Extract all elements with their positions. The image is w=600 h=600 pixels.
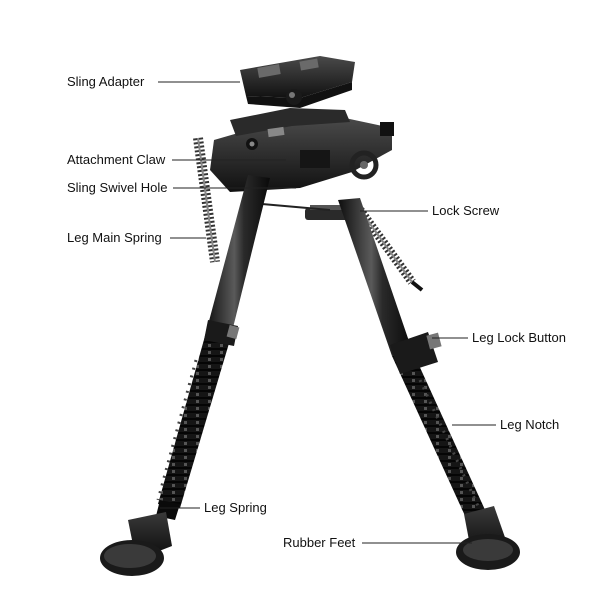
right-main-spring-part [356, 207, 424, 292]
left-rubber-foot-part [100, 512, 172, 576]
label-leg-spring: Leg Spring [204, 500, 267, 515]
left-leg-part [156, 175, 270, 520]
label-attachment-claw: Attachment Claw [67, 152, 166, 167]
left-main-spring-part [193, 137, 220, 263]
swivel-stud-part [261, 203, 353, 220]
sling-adapter-part [240, 56, 355, 108]
bipod-body-part [210, 108, 394, 192]
label-sling-swivel-hole: Sling Swivel Hole [67, 180, 168, 195]
label-leg-lock-button: Leg Lock Button [472, 330, 566, 345]
right-leg-part [338, 198, 486, 518]
label-lock-screw: Lock Screw [432, 203, 500, 218]
right-rubber-foot-part [456, 506, 520, 570]
label-sling-adapter: Sling Adapter [67, 74, 145, 89]
leader-lines [158, 81, 496, 544]
label-leg-notch: Leg Notch [500, 417, 560, 432]
label-rubber-feet: Rubber Feet [283, 535, 356, 550]
label-leg-main-spring: Leg Main Spring [67, 230, 162, 245]
